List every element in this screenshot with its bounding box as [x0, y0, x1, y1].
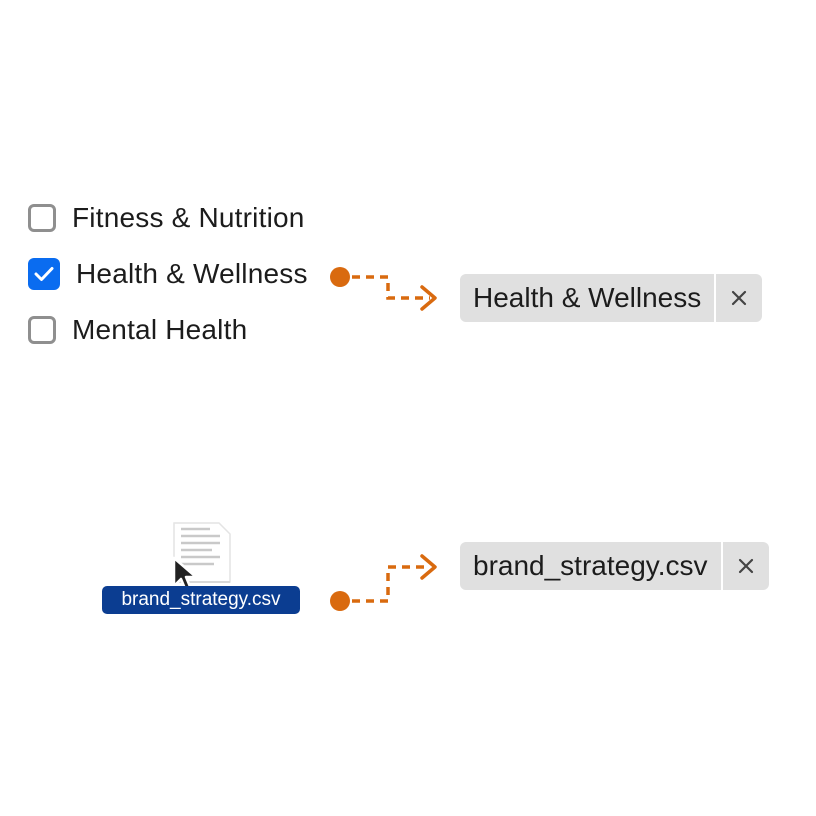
- dragged-file-name: brand_strategy.csv: [102, 586, 300, 614]
- arrow-head-icon: [420, 554, 437, 580]
- connector-start-dot: [330, 267, 350, 287]
- remove-chip-button[interactable]: [716, 274, 762, 322]
- chip-divider: [720, 542, 723, 590]
- connector-file-to-chip: [330, 554, 437, 611]
- connector-line: [352, 275, 430, 300]
- arrow-head-icon: [420, 285, 437, 311]
- checkbox-health-wellness[interactable]: Health & Wellness: [28, 258, 308, 290]
- checkbox-unchecked[interactable]: [28, 316, 56, 344]
- checkbox-fitness-nutrition[interactable]: Fitness & Nutrition: [28, 202, 305, 234]
- checkbox-label: Mental Health: [72, 314, 248, 345]
- close-icon: [738, 558, 753, 574]
- connector-checkbox-to-chip: [330, 267, 437, 311]
- checkbox-mental-health[interactable]: Mental Health: [28, 314, 247, 346]
- checkbox-label: Health & Wellness: [76, 258, 308, 289]
- dragged-file[interactable]: [172, 522, 234, 593]
- connector-line: [352, 565, 430, 603]
- chip-label: brand_strategy.csv: [473, 550, 708, 581]
- remove-chip-button[interactable]: [723, 542, 769, 590]
- file-chip: brand_strategy.csv: [460, 542, 769, 590]
- chip-label: Health & Wellness: [473, 282, 702, 313]
- connector-start-dot: [330, 591, 350, 611]
- checkbox-label: Fitness & Nutrition: [72, 202, 305, 233]
- checkbox-checked[interactable]: [28, 258, 60, 290]
- checkbox-unchecked[interactable]: [28, 204, 56, 232]
- chip-divider: [714, 274, 717, 322]
- checkmark-icon: [34, 267, 54, 281]
- close-icon: [732, 290, 747, 306]
- category-chip: Health & Wellness: [460, 274, 763, 322]
